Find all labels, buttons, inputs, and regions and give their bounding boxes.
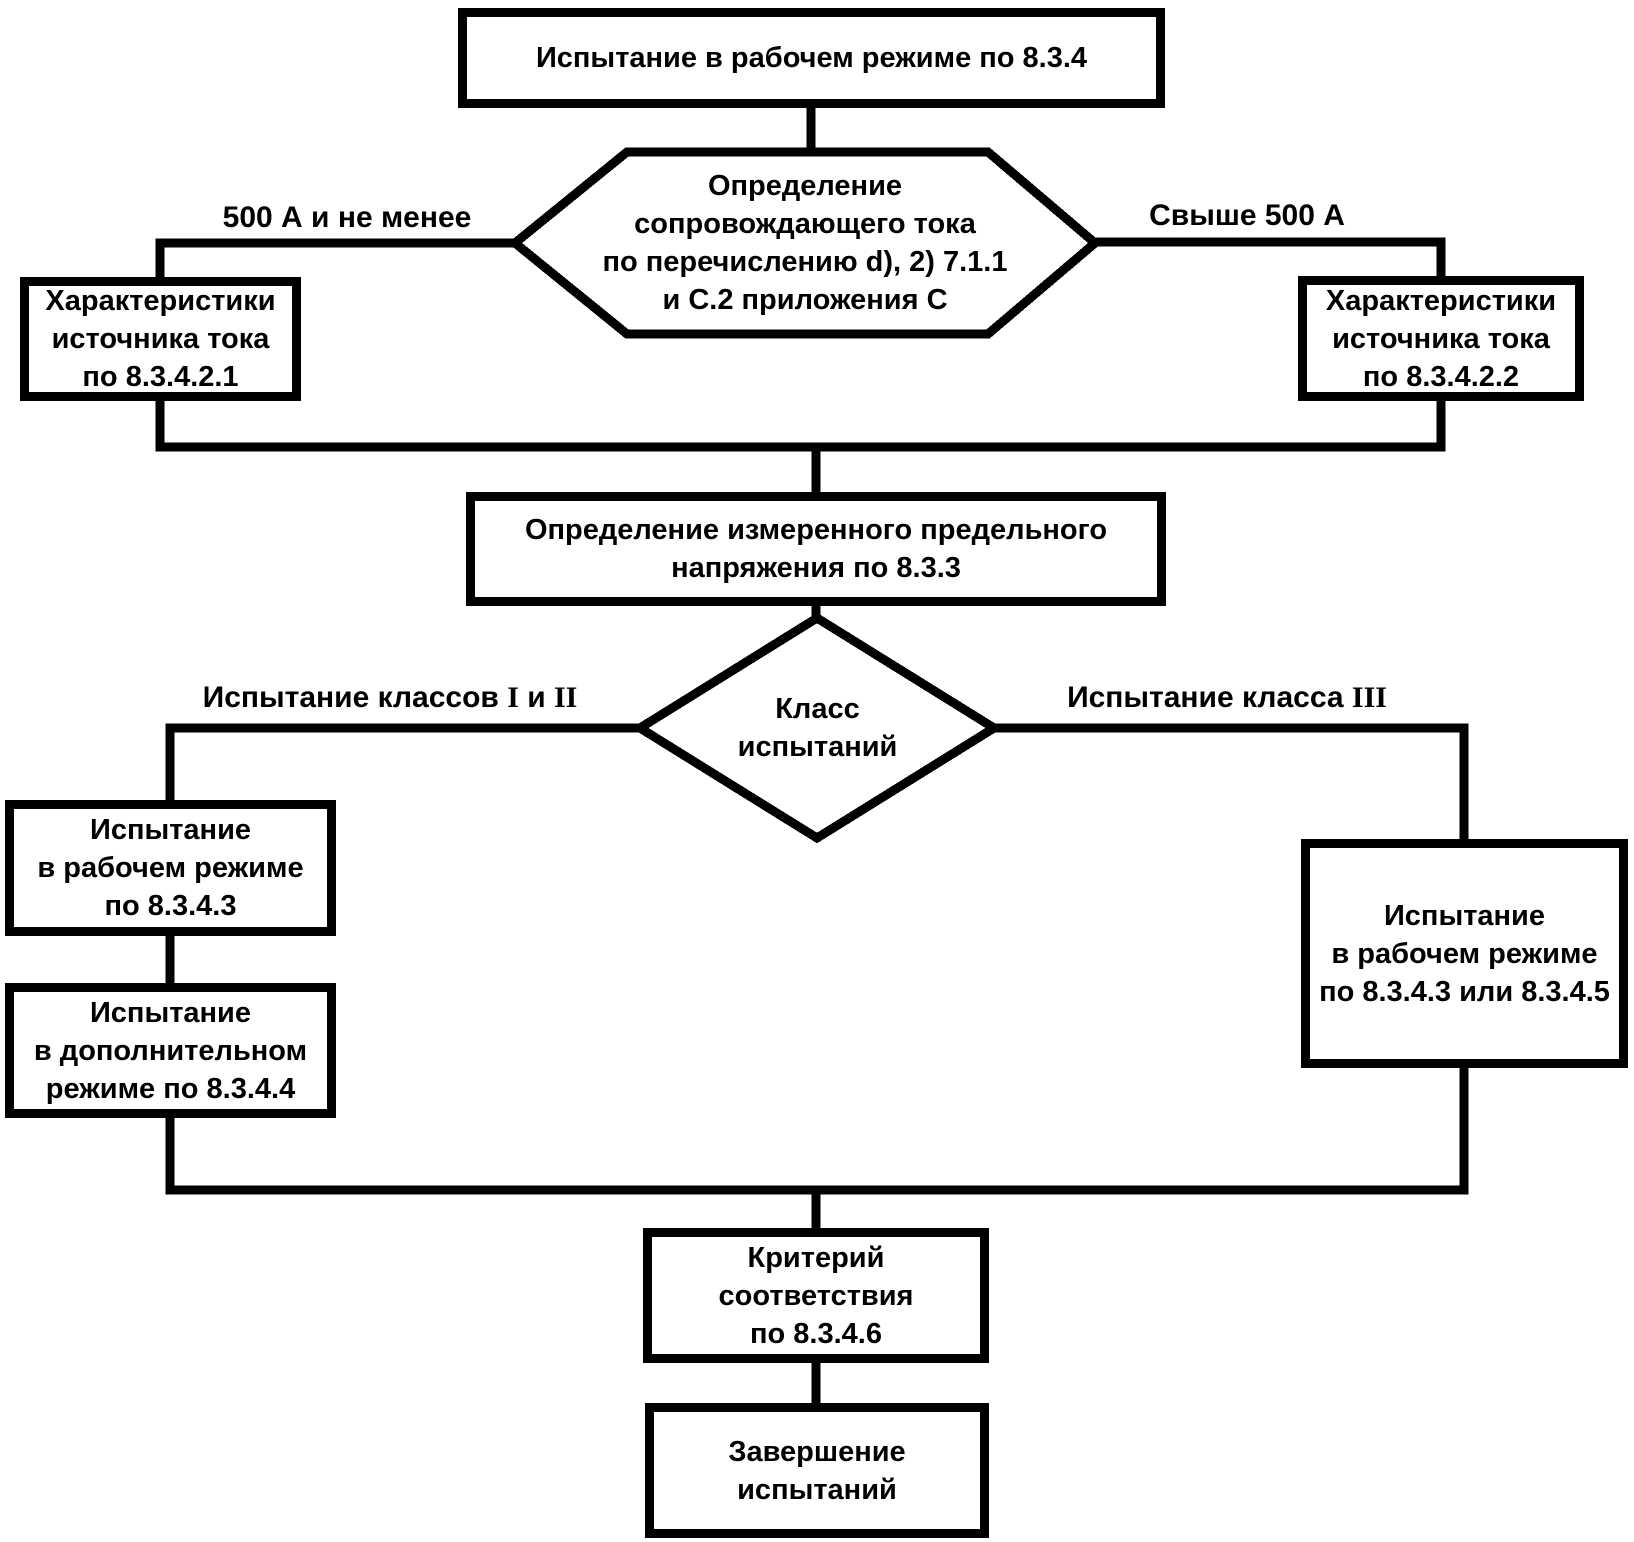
node-operating-mode-test: Испытание в рабочем режиме по 8.3.4.3 — [5, 800, 336, 936]
edge-label-current-left: 500 А и не менее — [222, 201, 472, 234]
edge-diamond-to-operating — [165, 723, 648, 806]
edge-merge-top — [155, 396, 1446, 452]
roman-numeral-two: II — [554, 681, 578, 714]
node-additional-mode-test: Испытание в дополнительном режиме по 8.3… — [5, 983, 336, 1118]
edge-label-class-1-2-text: Испытание классов — [202, 681, 508, 714]
node-start: Испытание в рабочем режиме по 8.3.4 — [458, 8, 1165, 108]
edge-merge-bottom — [165, 1063, 1469, 1195]
edge-label-class-1-2: Испытание классов I и II — [190, 680, 590, 716]
edge-diamond-to-class3 — [986, 723, 1469, 844]
edge-label-class-3-text: Испытание класса — [1067, 681, 1352, 714]
node-finish: Завершение испытаний — [645, 1403, 989, 1538]
hexagon-decision-shape — [507, 147, 1102, 339]
node-class3-test: Испытание в рабочем режиме по 8.3.4.3 ил… — [1301, 839, 1628, 1068]
edge-hexagon-to-source-left — [155, 238, 525, 282]
edge-hexagon-to-source-right — [1085, 237, 1446, 281]
node-source-right: Характеристики источника тока по 8.3.4.2… — [1298, 276, 1584, 401]
edge-label-current-right: Свыше 500 А — [1149, 199, 1345, 232]
node-follow-current-decision: Определение сопровождающего тока по пере… — [602, 170, 1008, 316]
node-class-decision: Класс испытаний — [737, 693, 898, 763]
diamond-decision-shape — [631, 612, 1003, 844]
edge-label-class-3: Испытание класса III — [1027, 680, 1427, 716]
roman-numeral-one: I — [507, 681, 519, 714]
node-source-left: Характеристики источника тока по 8.3.4.2… — [20, 277, 301, 401]
node-criteria: Критерий соответствия по 8.3.4.6 — [643, 1228, 989, 1363]
node-measured-voltage: Определение измеренного предельного напр… — [466, 492, 1166, 606]
edge-label-class-1-2-conj: и — [518, 681, 554, 714]
roman-numeral-three: III — [1351, 681, 1387, 714]
